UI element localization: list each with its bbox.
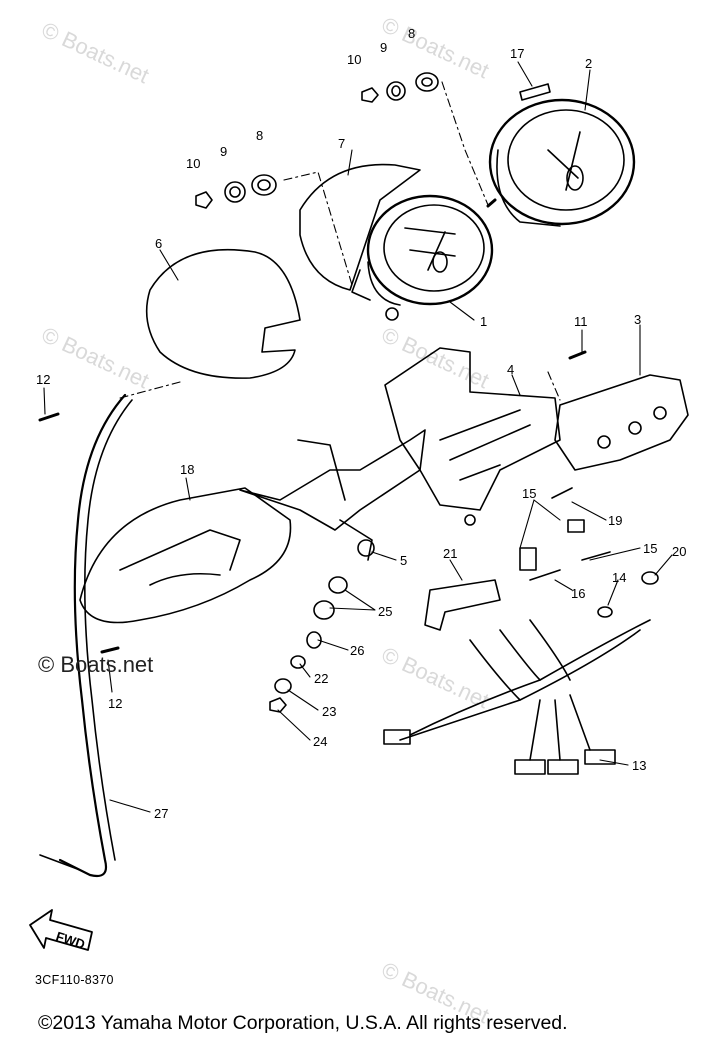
callout-12: 12 [108,696,122,711]
callout-3: 3 [634,312,641,327]
watermark-group: © Boats.net © Boats.net © Boats.net © Bo… [38,12,493,1028]
callout-20: 19 [608,513,622,528]
fwd-label: FWD [54,929,87,952]
screw-11 [568,350,587,360]
callout-23: 23 [322,704,336,719]
callout-16: 16 [571,586,585,601]
callout-9: 9 [220,144,227,159]
washer-nut-set-lower [195,174,277,209]
meter-bracket [239,429,426,561]
callout-1: 1 [480,314,487,329]
callout-10: 10 [347,52,361,67]
grommets-and-nuts [269,576,348,713]
callout-14: 14 [612,570,626,585]
callout-leaders [43,61,673,813]
callout-22: 22 [314,671,328,686]
callout-17: 18 [180,462,194,477]
wire-harness [383,619,651,775]
callout-25: 25 [378,604,392,619]
screw-12-lower [100,646,120,654]
watermark: © Boats.net [378,322,493,393]
callout-12: 12 [36,372,50,387]
callout-7: 7 [338,136,345,151]
callout-4: 4 [507,362,514,377]
callout-19: 20 [672,544,686,559]
watermark-logo: © Boats.net [38,652,154,677]
lower-meter-cover [79,487,292,624]
part-code: 3CF110-8370 [35,973,114,987]
callout-15: 15 [643,541,657,556]
indicator-panel [384,347,561,526]
watermark: © Boats.net [378,12,493,83]
callout-5: 5 [400,553,407,568]
callout-11: 11 [574,314,588,329]
screw-12-upper [38,412,60,422]
meter-cable [39,393,133,878]
side-bracket [554,374,689,471]
callout-9: 9 [380,40,387,55]
callout-26: 26 [350,643,364,658]
watermark: © Boats.net [378,642,493,713]
callout-2: 2 [585,56,592,71]
bulb-sockets [519,487,659,618]
tachometer-gauge [486,98,636,227]
part-18-cover [519,83,551,101]
callout-10: 10 [186,156,200,171]
callout-8: 8 [408,26,415,41]
watermark: © Boats.net [38,17,153,88]
callout-6: 6 [155,236,162,251]
callout-21: 21 [443,546,457,561]
pad [424,579,501,631]
forward-arrow: FWD [29,909,93,952]
callout-labels: 2 17 8 9 10 8 9 10 7 6 1 3 11 4 12 18 5 … [36,26,686,821]
alignment-lines [119,81,561,401]
speedometer-gauge [366,194,494,321]
speedometer-case [299,163,421,301]
meter-cover [145,248,301,379]
washer-nut-set-upper [361,72,439,103]
callout-8: 8 [256,128,263,143]
callout-15: 15 [522,486,536,501]
callout-18: 17 [510,46,524,61]
callout-24: 24 [313,734,327,749]
copyright-notice: ©2013 Yamaha Motor Corporation, U.S.A. A… [38,1012,568,1034]
watermark: © Boats.net [38,322,153,393]
callout-13: 13 [632,758,646,773]
callout-27: 27 [154,806,168,821]
